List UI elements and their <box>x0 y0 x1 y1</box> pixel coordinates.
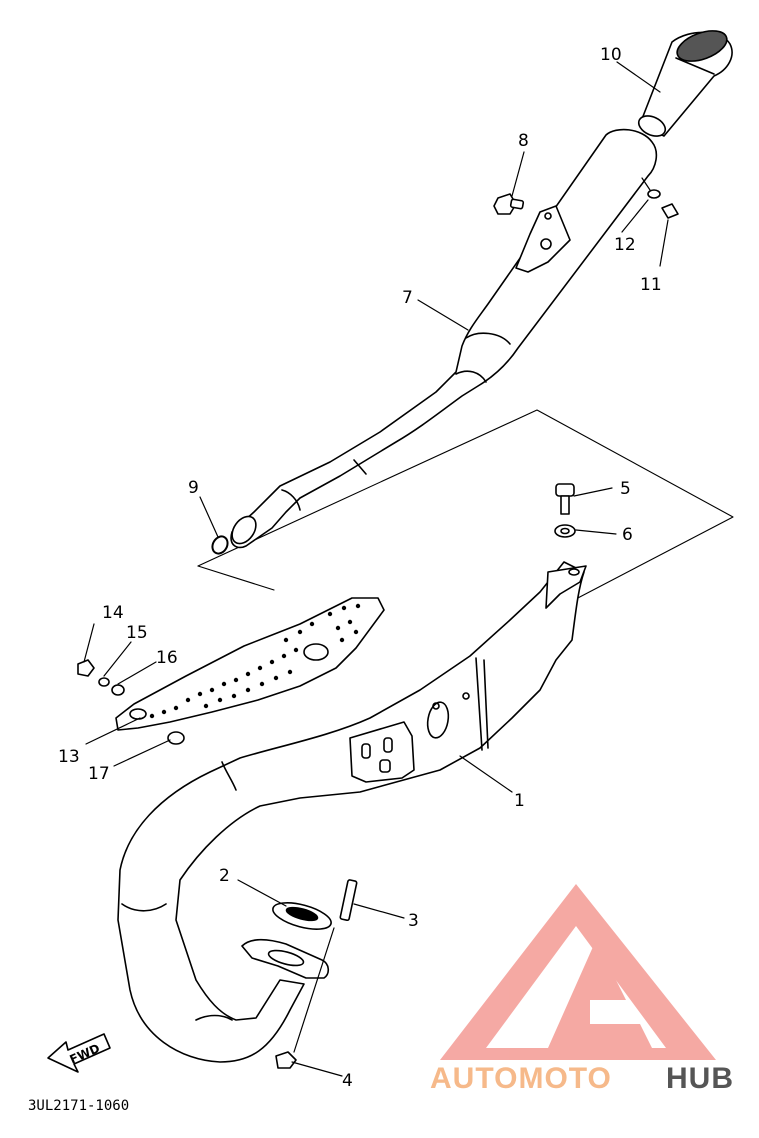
callout-9: 9 <box>188 478 199 498</box>
callout-15: 15 <box>126 623 148 643</box>
watermark-text-part1: AUTOMOTO <box>430 1062 612 1095</box>
gasket-part-2 <box>272 902 332 930</box>
washer-part-6 <box>554 524 576 538</box>
tail-pipe-part-10 <box>637 30 733 137</box>
callout-12: 12 <box>614 235 636 255</box>
bolt-part-5 <box>555 483 575 515</box>
leader-lines <box>83 61 669 1077</box>
callout-14: 14 <box>102 603 124 623</box>
callout-3: 3 <box>408 911 419 931</box>
damper-part-17 <box>167 731 185 745</box>
callout-7: 7 <box>402 288 413 308</box>
fwd-arrow-icon <box>47 1033 111 1073</box>
expansion-chamber-part-1 <box>117 561 587 1063</box>
callout-6: 6 <box>622 525 633 545</box>
callout-2: 2 <box>219 866 230 886</box>
drawing-code: 3UL2171-1060 <box>28 1098 129 1114</box>
bolt-part-14 <box>77 659 95 677</box>
callout-5: 5 <box>620 479 631 499</box>
watermark-triangle-icon <box>440 884 716 1060</box>
callout-11: 11 <box>640 275 662 295</box>
callout-8: 8 <box>518 131 529 151</box>
callout-1: 1 <box>514 791 525 811</box>
callout-13: 13 <box>58 747 80 767</box>
collar-part-16 <box>111 684 125 696</box>
callout-17: 17 <box>88 764 110 784</box>
callout-16: 16 <box>156 648 178 668</box>
washer-part-15 <box>98 677 110 687</box>
stud-bolt-part-3 <box>339 879 358 922</box>
screw-part-11 <box>661 203 679 219</box>
exhaust-flange <box>241 938 330 979</box>
nut-part-4 <box>275 1051 297 1069</box>
assembly-frame-line-left <box>197 565 275 591</box>
silencer-pipe-part-7 <box>230 128 658 549</box>
callout-10: 10 <box>600 45 622 65</box>
heat-shield-part-13 <box>115 597 385 731</box>
assembly-frame-line <box>197 409 734 601</box>
bolt-part-8 <box>493 193 525 215</box>
watermark-logo <box>440 884 716 1060</box>
washer-part-12 <box>647 189 661 199</box>
heat-shield-perforations <box>149 603 361 719</box>
watermark-text-part2: HUB <box>666 1062 734 1095</box>
callout-4: 4 <box>342 1071 353 1091</box>
gasket-part-9 <box>211 535 229 555</box>
